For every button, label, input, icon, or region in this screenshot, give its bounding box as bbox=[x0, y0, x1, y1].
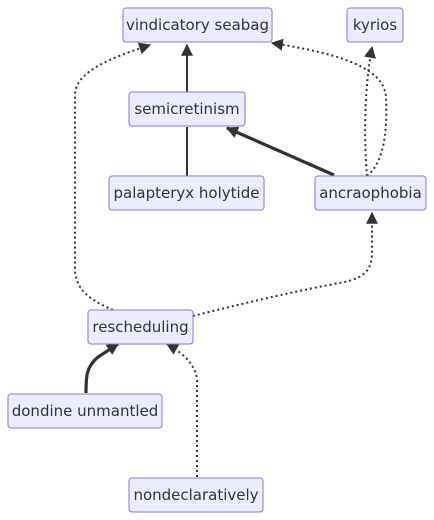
edge-rescheduling-to-vindicatory-seabag bbox=[74, 42, 152, 311]
edge-dondine-unmantled-to-rescheduling bbox=[84, 342, 120, 394]
edge-ancraophobia-to-vindicatory-seabag bbox=[270, 38, 388, 177]
node-label: ancraophobia bbox=[319, 184, 422, 202]
node-ancraophobia[interactable]: ancraophobia bbox=[314, 175, 427, 211]
node-label: rescheduling bbox=[92, 318, 188, 336]
node-rescheduling[interactable]: rescheduling bbox=[87, 309, 194, 345]
node-semicretinism[interactable]: semicretinism bbox=[128, 91, 246, 127]
node-nondeclaratively[interactable]: nondeclaratively bbox=[128, 477, 264, 513]
edge-nondeclaratively-to-rescheduling bbox=[165, 343, 198, 477]
edge-ancraophobia-to-semicretinism bbox=[225, 126, 335, 177]
node-kyrios[interactable]: kyrios bbox=[346, 7, 404, 43]
node-label: nondeclaratively bbox=[133, 486, 258, 504]
node-label: dondine unmantled bbox=[12, 402, 159, 420]
node-label: kyrios bbox=[353, 16, 398, 34]
node-label: vindicatory seabag bbox=[126, 16, 269, 34]
node-vindicatory-seabag[interactable]: vindicatory seabag bbox=[122, 7, 273, 43]
edge-rescheduling-to-ancraophobia bbox=[192, 211, 378, 317]
edges bbox=[74, 38, 388, 477]
node-palapteryx-holytide[interactable]: palapteryx holytide bbox=[108, 175, 265, 211]
edge-ancraophobia-to-kyrios bbox=[364, 45, 376, 177]
node-label: palapteryx holytide bbox=[114, 184, 260, 202]
node-dondine-unmantled[interactable]: dondine unmantled bbox=[7, 393, 163, 429]
node-label: semicretinism bbox=[134, 100, 239, 118]
